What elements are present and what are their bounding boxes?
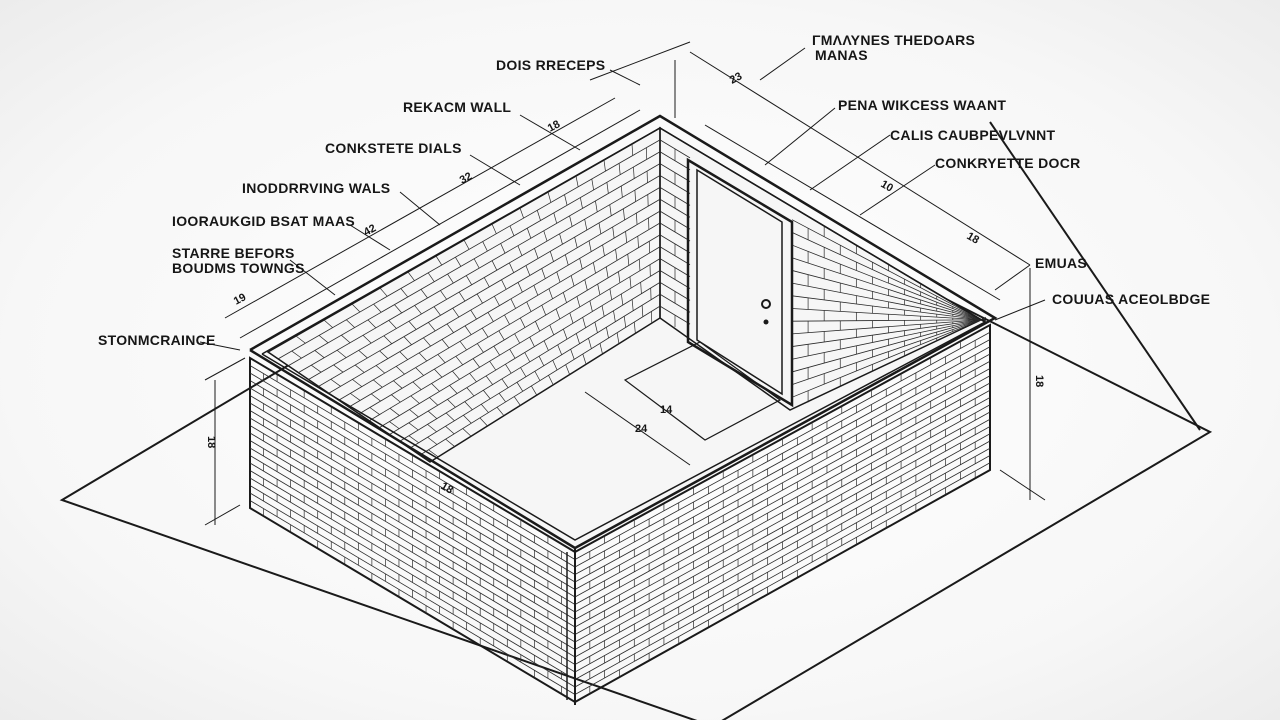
dim-left-vert: 18 (205, 436, 217, 448)
dim-left-bot: 19 (232, 291, 248, 307)
label-calis-wall: CALIS CAUBPEVLVNNT (890, 127, 1056, 143)
label-leaders (199, 47, 1046, 351)
floor-dimension-lines (584, 341, 782, 466)
label-concrete-door: CONKRYETTE DOCR (935, 155, 1081, 171)
label-coular-acee: COUUAS ACEOLBDGE (1052, 291, 1210, 307)
back-wall-brick-courses (277, 139, 986, 458)
dim-floor-2: 24 (635, 423, 648, 435)
dim-mid-top: 18 (546, 118, 562, 134)
label-boudms: BOUDMS TOWNGS (172, 260, 305, 276)
door-handle-icon (761, 299, 771, 309)
dim-top: 23 (728, 70, 744, 86)
door (686, 157, 794, 408)
dim-corner: 18 (439, 480, 456, 497)
dimension-numbers: 23 18 32 42 19 10 18 18 18 14 24 18 (205, 70, 1045, 496)
label-rekacm-wall: REKACM WALL (403, 99, 511, 115)
label-pena-wall: PENA WIKCESS WAANT (838, 97, 1006, 113)
annotation-labels: ΓΜΛΛΥΝΕS THEDOARS ΜΑΝΑS DOIS RRECEPS REK… (98, 32, 1210, 348)
dim-left-1: 32 (458, 170, 474, 186)
label-mortar-blocks: IOORAUKGID BSAT MAAS (172, 213, 355, 229)
dim-right-1: 10 (879, 178, 896, 195)
label-starre-befors: STARRE BEFORS (172, 245, 295, 261)
label-top-right-2: ΜΑΝΑS (815, 47, 868, 63)
dim-floor-1: 14 (660, 404, 673, 416)
front-wall-brick-courses (249, 331, 991, 695)
label-inner-walls: INODDRRVING WALS (242, 180, 390, 196)
label-stonmicrance: STONMCRAINCE (98, 332, 216, 348)
label-emuas: EMUAS (1035, 255, 1087, 271)
room-floor (268, 128, 985, 552)
dim-left-2: 42 (362, 222, 378, 238)
wall-top-caps (249, 114, 998, 705)
dim-right-2: 18 (965, 230, 982, 247)
dim-right-vert: 18 (1033, 375, 1045, 387)
label-concrete-dials: CONKSTETE DIALS (325, 140, 462, 156)
label-dois-receps: DOIS RRECEPS (496, 57, 605, 73)
label-top-right-1: ΓΜΛΛΥΝΕS THEDOARS (812, 32, 975, 48)
